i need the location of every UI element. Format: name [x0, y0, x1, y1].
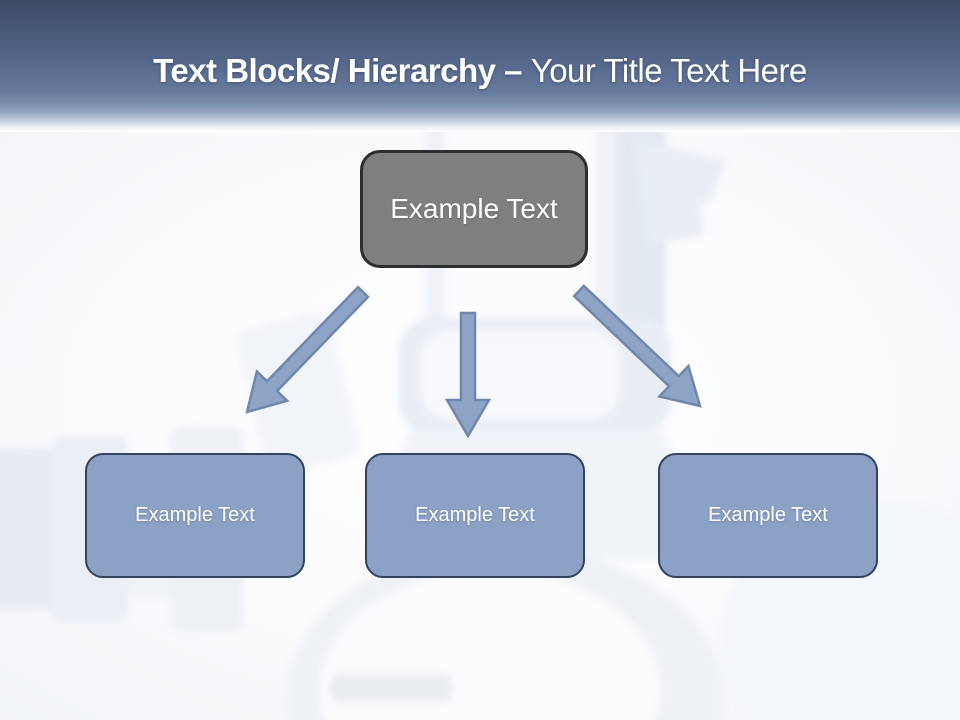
slide-title-separator: – — [495, 52, 531, 89]
hierarchy-root-label: Example Text — [390, 193, 558, 224]
hierarchy-root-node[interactable]: Example Text — [360, 150, 588, 268]
slide-title-placeholder: Your Title Text Here — [530, 52, 808, 89]
text-block-center[interactable]: Example Text — [365, 453, 585, 578]
text-block-right[interactable]: Example Text — [658, 453, 878, 578]
text-block-right-label: Example Text — [708, 504, 828, 526]
connector-arrow-2[interactable] — [572, 284, 702, 408]
connector-arrow-0[interactable] — [245, 285, 370, 414]
title-banner — [0, 0, 960, 132]
text-block-center-label: Example Text — [415, 504, 535, 526]
connector-arrow-1[interactable] — [444, 311, 492, 439]
text-block-left-label: Example Text — [135, 504, 255, 526]
slide-title-bold: Text Blocks/ Hierarchy — [153, 52, 496, 89]
text-block-left[interactable]: Example Text — [85, 453, 305, 578]
slide-title[interactable]: Text Blocks/ Hierarchy – Your Title Text… — [0, 52, 960, 90]
